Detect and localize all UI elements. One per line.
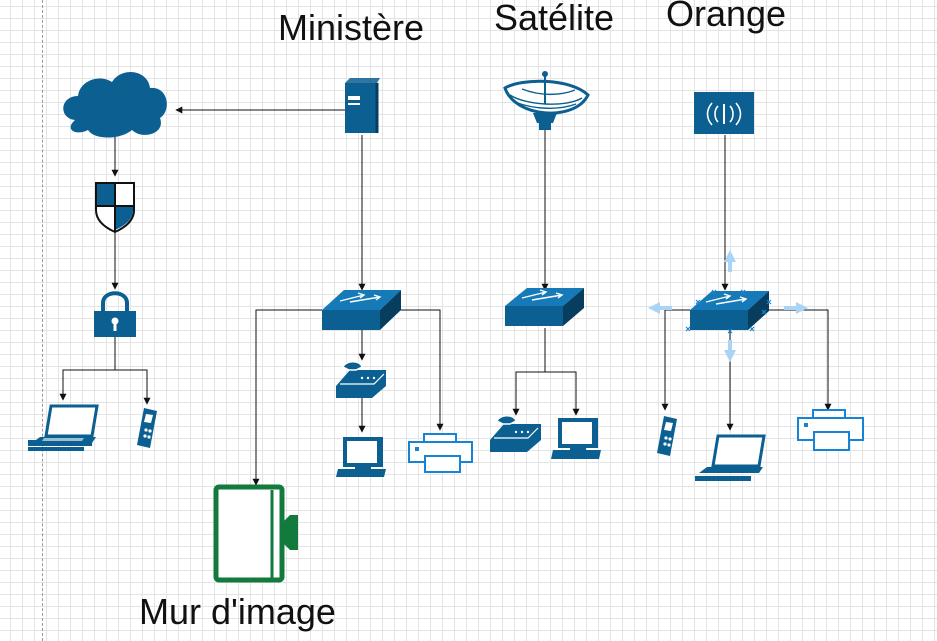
printer-icon-ministere[interactable] (408, 433, 473, 473)
wireless-access-point-icon[interactable] (694, 92, 754, 134)
edge-switch2-to-phone (512, 328, 546, 416)
server-icon[interactable] (345, 78, 380, 133)
page-border (42, 0, 43, 641)
lock-icon[interactable] (94, 291, 136, 337)
label-orange[interactable]: Orange (666, 0, 787, 34)
connection-points (685, 289, 772, 334)
phone-icon-satelite[interactable] (490, 415, 541, 452)
printer-icon-orange[interactable] (797, 409, 864, 451)
switch-icon-ministere[interactable] (322, 290, 401, 330)
laptop-icon-left[interactable] (28, 404, 99, 451)
label-mur-image[interactable]: Mur d'image (139, 591, 336, 632)
remote-control-icon-left[interactable] (137, 408, 157, 448)
phone-icon-ministere[interactable] (336, 361, 386, 398)
satellite-dish-icon[interactable] (503, 71, 590, 130)
monitor-icon-satelite[interactable] (551, 418, 601, 459)
edge-switch1-to-printer (400, 309, 444, 431)
label-satelite[interactable]: Satélite (494, 0, 615, 38)
laptop-icon-orange[interactable] (695, 434, 766, 481)
shield-icon[interactable] (95, 182, 135, 234)
edge-lock-to-laptop (59, 337, 116, 401)
label-ministere[interactable]: Ministère (278, 7, 425, 48)
selection-arrows[interactable] (648, 250, 808, 362)
video-wall-icon[interactable] (213, 484, 298, 583)
edge-switch3-to-remote (661, 309, 690, 411)
switch-icon-satelite[interactable] (505, 288, 584, 326)
cloud-icon[interactable] (63, 71, 167, 138)
switch-icon-orange[interactable] (648, 250, 808, 362)
monitor-icon-ministere[interactable] (336, 437, 386, 477)
edge-switch1-to-videowall (252, 309, 322, 486)
remote-control-icon-orange[interactable] (657, 416, 677, 456)
edge-lock-to-remote (115, 369, 151, 405)
edge-switch3-to-printer (768, 309, 832, 411)
edge-switch2-to-monitor (545, 371, 580, 416)
